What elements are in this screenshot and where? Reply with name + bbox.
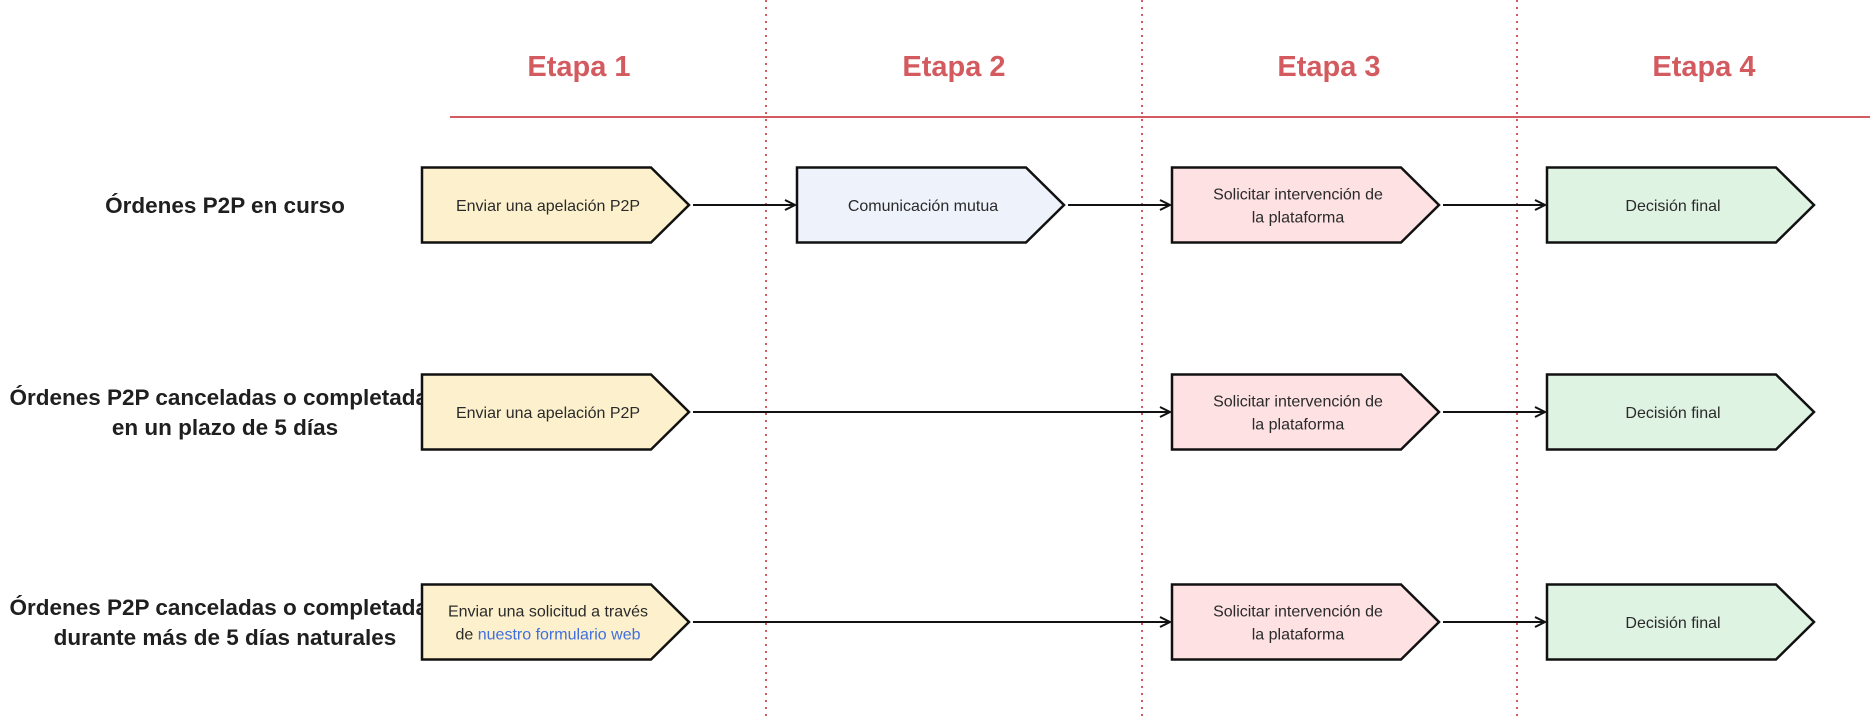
step-label-text: Enviar una solicitud a través [448,604,648,621]
step-label: Enviar una apelación P2P [456,198,640,215]
step-shape [1545,583,1816,661]
step-box: Enviar una solicitud a través de nuestro … [420,583,691,661]
step-shape [1170,583,1441,661]
stage-titles: Etapa 1 Etapa 2 Etapa 3 Etapa 4 [527,51,1755,83]
step-box: Decisión final [1545,583,1816,661]
stage-dividers [765,0,1518,719]
step-box: Solicitar intervención de la plataforma [1170,373,1441,451]
process-row: Órdenes P2P canceladas o completadas en u… [9,373,1816,451]
step-label-text: Decisión final [1625,405,1720,422]
row-label: Órdenes P2P en curso [105,193,345,218]
step-box: Comunicación mutua [795,166,1066,244]
step-shape [420,583,691,661]
step-label: la plataforma [1252,210,1345,227]
step-box: Decisión final [1545,373,1816,451]
stage-title: Etapa 4 [1652,51,1755,83]
step-shape [795,166,1066,244]
step-label-text: Decisión final [1625,615,1720,632]
stage-title: Etapa 3 [1277,51,1380,83]
step-label: Decisión final [1625,405,1720,422]
step-label: de nuestro formulario web [456,627,641,644]
row-label: en un plazo de 5 días [112,415,338,440]
step-label: Enviar una apelación P2P [456,405,640,422]
step-shape [420,166,691,244]
step-shape [420,373,691,451]
step-label-text: la plataforma [1252,210,1345,227]
step-label-text: Solicitar intervención de [1213,604,1383,621]
step-label: la plataforma [1252,627,1345,644]
step-box: Enviar una apelación P2P [420,373,691,451]
step-box: Decisión final [1545,166,1816,244]
step-label-text: Solicitar intervención de [1213,394,1383,411]
step-shape [1170,373,1441,451]
step-box: Solicitar intervención de la plataforma [1170,166,1441,244]
step-label: Solicitar intervención de [1213,394,1383,411]
step-label: Enviar una solicitud a través [448,604,648,621]
step-label: Decisión final [1625,615,1720,632]
step-label-text: la plataforma [1252,627,1345,644]
step-label-text: Comunicación mutua [848,198,998,215]
stage-title: Etapa 2 [902,51,1005,83]
step-shape [1545,373,1816,451]
row-label: Órdenes P2P canceladas o completadas [9,595,440,620]
step-shape [1545,166,1816,244]
process-row: Órdenes P2P canceladas o completadas dura… [9,583,1816,661]
process-row: Órdenes P2P en curso Enviar una apelación… [105,166,1816,244]
step-label-text: de [456,627,478,644]
step-label-text: Solicitar intervención de [1213,187,1383,204]
step-box: Enviar una apelación P2P [420,166,691,244]
step-label: Comunicación mutua [848,198,998,215]
step-label-text: Enviar una apelación P2P [456,405,640,422]
step-shape [1170,166,1441,244]
web-form-link[interactable]: nuestro formulario web [478,627,641,644]
row-label: Órdenes P2P canceladas o completadas [9,385,440,410]
row-label: durante más de 5 días naturales [54,625,397,650]
step-label: Solicitar intervención de [1213,187,1383,204]
step-label: Solicitar intervención de [1213,604,1383,621]
stage-title: Etapa 1 [527,51,630,83]
step-label-text: la plataforma [1252,417,1345,434]
step-label: Decisión final [1625,198,1720,215]
step-label-text: Decisión final [1625,198,1720,215]
step-label-text: Enviar una apelación P2P [456,198,640,215]
step-label: la plataforma [1252,417,1345,434]
step-box: Solicitar intervención de la plataforma [1170,583,1441,661]
